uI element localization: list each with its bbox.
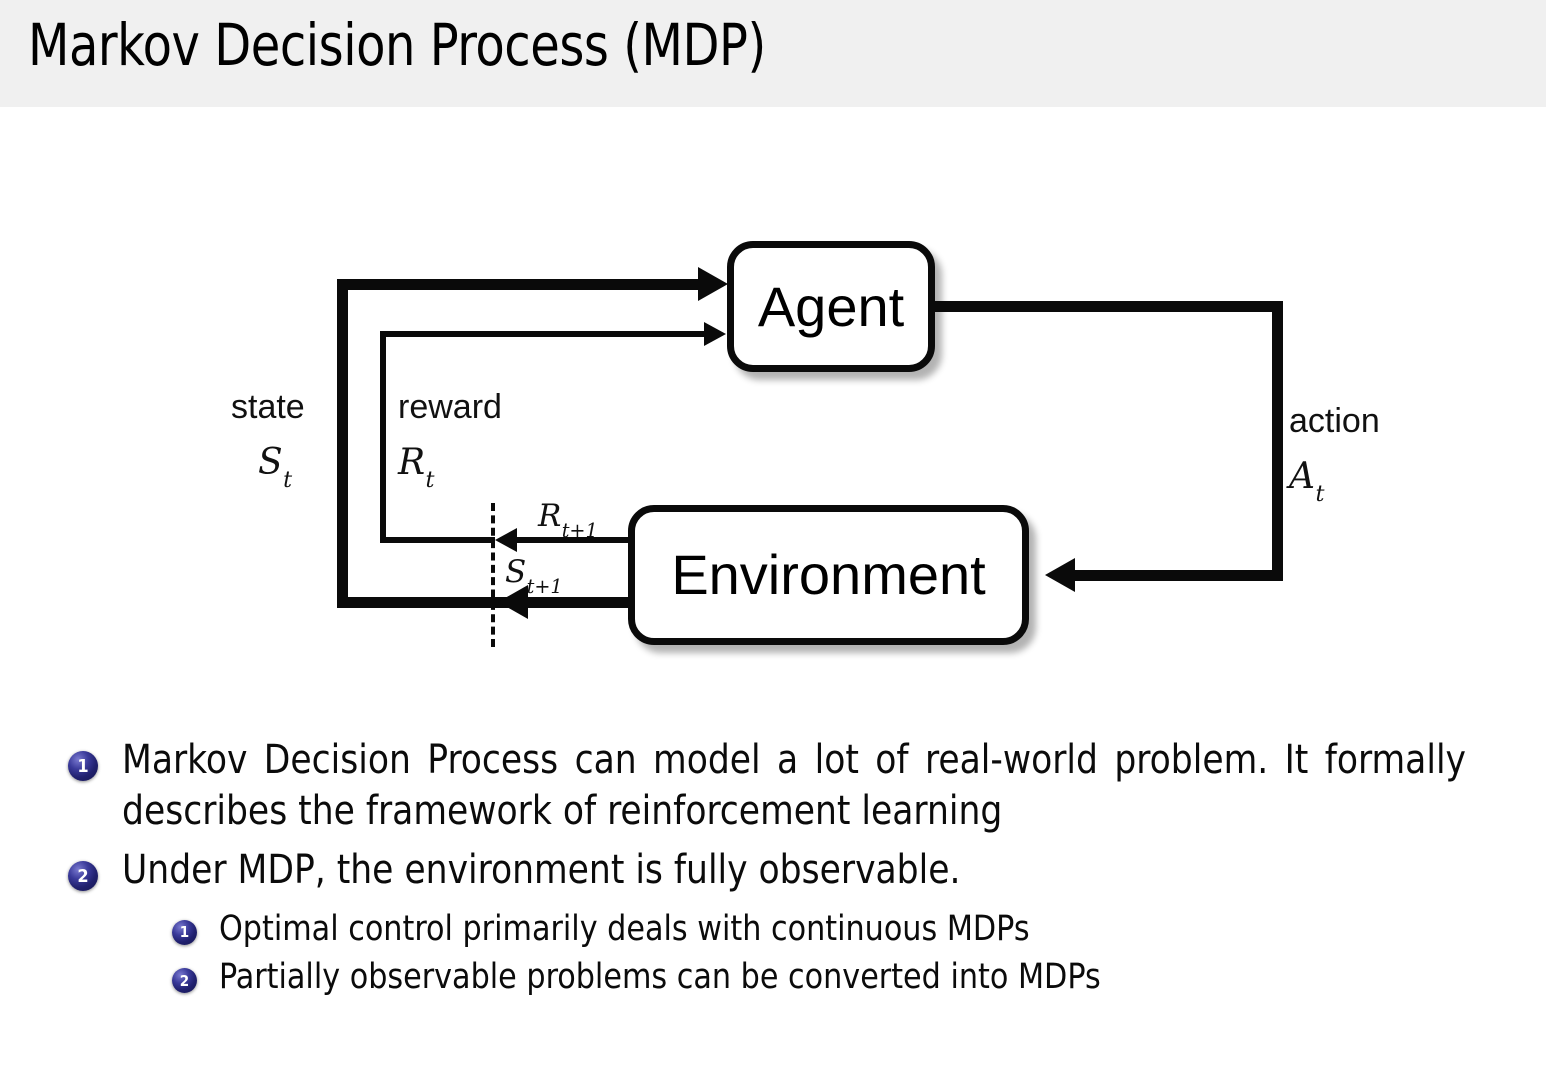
environment-node: Environment: [628, 505, 1029, 645]
reward-loop-bottom-segment: [380, 537, 495, 543]
sub-list-item-text: Optimal control primarily deals with con…: [219, 908, 1030, 949]
action-bottom-segment: [1075, 570, 1283, 581]
next-state-symbol-base: S: [505, 554, 527, 590]
list-item: 1 Markov Decision Process can model a lo…: [68, 735, 1546, 837]
reward-to-agent-arrowhead: [704, 322, 726, 346]
mdp-agent-environment-diagram: Agent Environment state St reward Rt act: [0, 107, 1546, 717]
bullet-badge-2: 2: [68, 861, 98, 892]
state-loop-bottom-segment: [337, 597, 525, 608]
state-label-symbol: St: [258, 442, 292, 492]
bullet-list: 1 Markov Decision Process can model a lo…: [0, 735, 1546, 1004]
reward-loop-top-segment: [380, 331, 706, 337]
sub-list-item: 1 Optimal control primarily deals with c…: [172, 907, 1546, 952]
action-symbol-base: A: [1289, 456, 1315, 497]
action-label-symbol: At: [1289, 456, 1324, 506]
time-step-dashed-divider: [491, 503, 495, 647]
next-reward-symbol-subscript: t+1: [561, 519, 598, 543]
state-symbol-base: S: [258, 442, 283, 483]
reward-label-word: reward: [398, 388, 502, 426]
sub-list-item-text: Partially observable problems can be con…: [219, 957, 1101, 998]
state-to-agent-arrowhead: [698, 267, 728, 301]
sub-bullet-badge-1: 1: [172, 919, 197, 945]
slide-header-bar: Markov Decision Process (MDP): [0, 0, 1546, 107]
list-item-text: Under MDP, the environment is fully obse…: [122, 847, 961, 894]
reward-label-symbol: Rt: [398, 442, 435, 492]
reward-symbol-base: R: [398, 442, 426, 483]
state-label-word: state: [231, 388, 305, 426]
action-to-environment-arrowhead: [1045, 558, 1075, 592]
next-reward-segment: [515, 537, 630, 543]
environment-node-label: Environment: [671, 543, 986, 606]
next-state-symbol-subscript: t+1: [526, 575, 563, 599]
list-item: 2 Under MDP, the environment is fully ob…: [68, 845, 1546, 896]
state-loop-left-segment: [337, 279, 348, 608]
next-state-label: St+1: [505, 554, 563, 597]
page-title: Markov Decision Process (MDP): [28, 11, 766, 79]
next-reward-arrowhead: [495, 528, 517, 552]
next-reward-label: Rt+1: [538, 498, 598, 541]
reward-loop-left-segment: [380, 331, 386, 543]
state-symbol-subscript: t: [283, 467, 293, 494]
next-reward-symbol-base: R: [538, 498, 562, 534]
action-symbol-subscript: t: [1315, 481, 1325, 508]
sub-bullet-badge-2: 2: [172, 968, 197, 994]
agent-node-label: Agent: [757, 274, 905, 338]
bullet-badge-1: 1: [68, 751, 98, 781]
state-loop-top-segment: [337, 279, 700, 290]
next-state-arrowhead: [498, 585, 528, 619]
action-label-word: action: [1289, 402, 1380, 440]
agent-node: Agent: [727, 241, 935, 372]
next-state-segment: [528, 597, 633, 608]
reward-symbol-subscript: t: [425, 467, 435, 494]
sub-list-item: 2 Partially observable problems can be c…: [172, 955, 1546, 1000]
action-top-segment: [933, 301, 1283, 312]
sub-bullet-list: 1 Optimal control primarily deals with c…: [172, 907, 1546, 1001]
list-item-text: Markov Decision Process can model a lot …: [122, 737, 1466, 835]
action-right-segment: [1272, 301, 1283, 581]
